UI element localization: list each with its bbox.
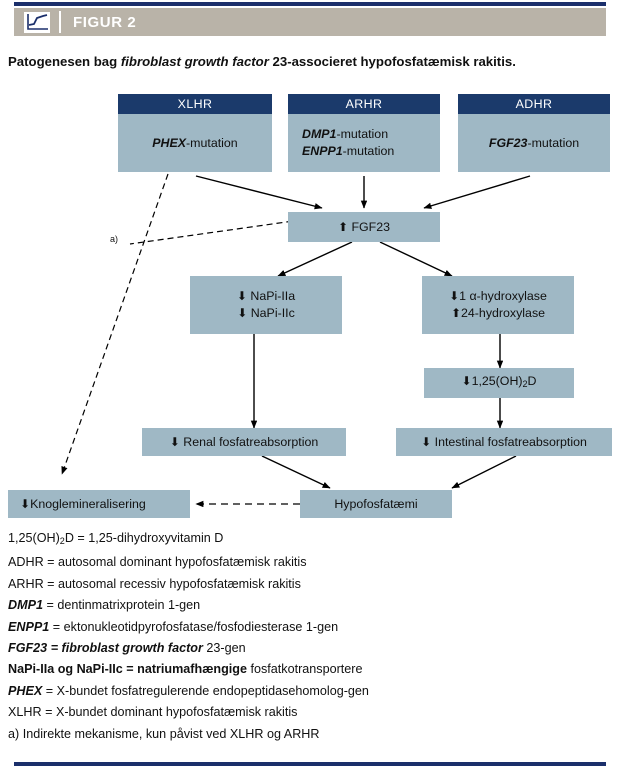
legend-item: ARHR = autosomal recessiv hypofosfatæmis…: [8, 574, 612, 595]
legend-def: = X-bundet dominant hypofosfatæmisk raki…: [41, 705, 298, 720]
arhr-gene-2: ENPP1: [302, 144, 343, 158]
node-arhr-body: DMP1-mutation ENPP1-mutation: [288, 114, 440, 172]
legend-term: ARHR: [8, 576, 44, 591]
node-vitamin-d: ⬇1,25(OH)2D: [424, 368, 574, 398]
legend-item: NaPi-IIa og NaPi-IIc = natriumafhængige …: [8, 659, 612, 680]
legend-def: = 1,25-dihydroxyvitamin D: [73, 531, 224, 545]
legend-item: 1,25(OH)2D = 1,25-dihydroxyvitamin D: [8, 528, 612, 552]
node-vitamin-d-label: 1,25(OH)2D: [471, 374, 537, 389]
arrow-down-icon: ⬇: [421, 434, 432, 449]
node-renal-label: Renal fosfatreabsorption: [183, 434, 319, 449]
line-chart-icon: [24, 11, 50, 33]
legend-item: ADHR = autosomal dominant hypofosfatæmis…: [8, 552, 612, 573]
figure-label: FIGUR 2: [73, 13, 137, 31]
caption-post: 23-associeret hypofosfatæmisk rakitis.: [268, 54, 516, 69]
legend-term: PHEX: [8, 683, 43, 698]
node-arhr: ARHR DMP1-mutation ENPP1-mutation: [288, 94, 440, 172]
pathogenesis-flowchart: XLHR PHEX-mutation ARHR DMP1-mutation EN…: [0, 84, 620, 524]
arrow-down-icon: ⬇: [169, 434, 180, 449]
legend-def: = dentinmatrixprotein 1-gen: [43, 598, 201, 613]
legend-item: PHEX = X-bundet fosfatregulerende endope…: [8, 681, 612, 702]
arrow-down-icon: ⬇: [20, 496, 31, 511]
legend-term-2: D: [64, 531, 74, 545]
node-hydroxylase-line-2: 24-hydroxylase: [461, 306, 546, 320]
legend-item: FGF23 = fibroblast growth factor 23-gen: [8, 638, 612, 659]
footnote-marker-a: a): [110, 234, 119, 244]
node-xlhr-title: XLHR: [118, 94, 272, 114]
xlhr-gene: PHEX: [152, 135, 187, 150]
node-fgf23-label: FGF23: [351, 219, 391, 234]
legend-item: XLHR = X-bundet dominant hypofosfatæmisk…: [8, 702, 612, 723]
arrow-down-icon: ⬇: [236, 289, 247, 303]
legend-item: a) Indirekte mekanisme, kun påvist ved X…: [8, 724, 612, 745]
caption-pre: Patogenesen bag: [8, 54, 121, 69]
legend-term: ADHR: [8, 555, 44, 570]
node-bone-label: Knoglemineralisering: [30, 496, 146, 511]
legend-term-sub: 2: [59, 536, 65, 546]
legend-term: FGF23: [8, 641, 48, 656]
legend-def: = autosomal dominant hypofosfatæmisk rak…: [43, 555, 307, 570]
node-hypophosphataemia-label: Hypofosfatæmi: [334, 496, 418, 511]
legend-term: a) Indirekte mekanisme, kun påvist ved X…: [8, 726, 320, 741]
arrow-down-icon: ⬇: [449, 289, 460, 303]
node-adhr: ADHR FGF23-mutation: [458, 94, 610, 172]
legend-def: 23-gen: [202, 641, 246, 656]
figure-caption: Patogenesen bag fibroblast growth factor…: [8, 54, 608, 71]
node-adhr-body: FGF23-mutation: [458, 114, 610, 172]
node-fgf23: ⬆ FGF23: [288, 212, 440, 242]
node-xlhr-body: PHEX-mutation: [118, 114, 272, 172]
banner-divider: [59, 11, 61, 33]
arhr-gene-1: DMP1: [302, 127, 337, 141]
node-napi-line-2: NaPi-IIc: [250, 306, 295, 320]
arrow-up-icon: ⬆: [337, 219, 349, 234]
legend-item: DMP1 = dentinmatrixprotein 1-gen: [8, 595, 612, 616]
node-bone-mineralisation: ⬇Knoglemineralisering: [8, 490, 190, 518]
legend-def: = ektonukleotidpyrofosfatase/fosfodieste…: [49, 619, 339, 634]
node-renal-reabsorption: ⬇ Renal fosfatreabsorption: [142, 428, 346, 456]
arrow-down-icon: ⬇: [237, 306, 248, 320]
arhr-gene-1-suffix: -mutation: [336, 127, 389, 141]
node-hydroxylase-line-1: 1 α-hydroxylase: [459, 289, 547, 303]
figure-banner: FIGUR 2: [14, 8, 606, 36]
adhr-gene-suffix: -mutation: [527, 135, 580, 150]
legend-item: ENPP1 = ektonukleotidpyrofosfatase/fosfo…: [8, 617, 612, 638]
legend-def-italic: = fibroblast growth factor: [47, 641, 203, 656]
node-intestinal-reabsorption: ⬇ Intestinal fosfatreabsorption: [396, 428, 612, 456]
arrow-down-icon: ⬇: [461, 374, 472, 388]
legend-def: = autosomal recessiv hypofosfatæmisk rak…: [43, 576, 301, 591]
arhr-gene-2-suffix: -mutation: [342, 144, 395, 158]
legend-term: NaPi-IIa og NaPi-IIc = natriumafhængige: [8, 662, 247, 677]
node-hypophosphataemia: Hypofosfatæmi: [300, 490, 452, 518]
arrow-up-icon: ⬆: [450, 306, 462, 320]
legend-def: fosfatkotransportere: [246, 662, 363, 677]
node-arhr-title: ARHR: [288, 94, 440, 114]
node-napi: ⬇ NaPi-IIa ⬇ NaPi-IIc: [190, 276, 342, 334]
top-rule: [14, 2, 606, 6]
figure-legend: 1,25(OH)2D = 1,25-dihydroxyvitamin D ADH…: [8, 528, 612, 745]
node-hydroxylase: ⬇1 α-hydroxylase ⬆24-hydroxylase: [422, 276, 574, 334]
caption-italic: fibroblast growth factor: [120, 54, 269, 69]
node-xlhr: XLHR PHEX-mutation: [118, 94, 272, 172]
legend-term: 1,25(OH): [8, 531, 60, 545]
xlhr-gene-suffix: -mutation: [186, 135, 238, 150]
legend-term: ENPP1: [8, 619, 50, 634]
node-intestinal-label: Intestinal fosfatreabsorption: [434, 434, 587, 449]
node-napi-line-1: NaPi-IIa: [250, 289, 296, 303]
legend-def: = X-bundet fosfatregulerende endopeptida…: [42, 683, 369, 698]
bottom-rule: [14, 762, 606, 766]
legend-term: XLHR: [8, 705, 42, 720]
legend-term: DMP1: [8, 598, 43, 613]
node-adhr-title: ADHR: [458, 94, 610, 114]
adhr-gene: FGF23: [488, 135, 528, 150]
